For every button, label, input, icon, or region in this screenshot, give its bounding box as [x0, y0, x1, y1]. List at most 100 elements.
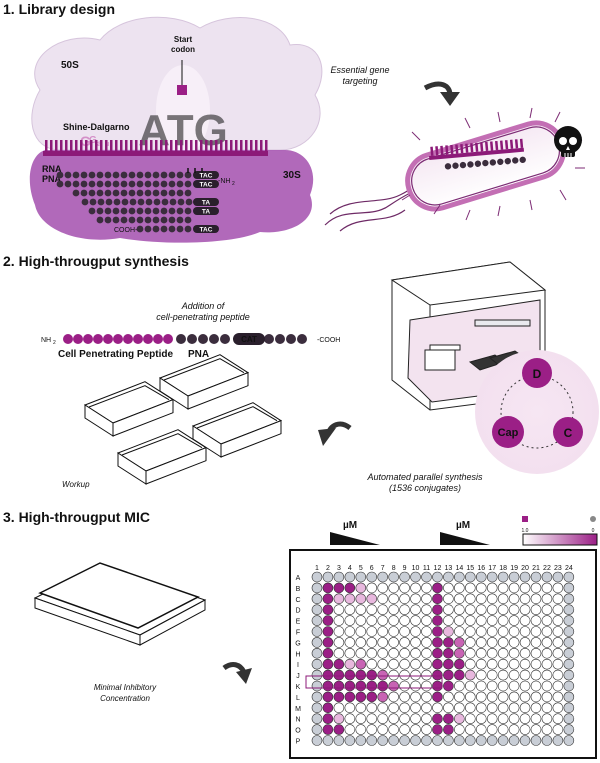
- plate-well: [464, 571, 476, 583]
- plate-well: [443, 615, 454, 626]
- plate-well: [552, 669, 564, 681]
- row-label: K: [296, 684, 301, 691]
- plate-well: [508, 658, 520, 670]
- plate-well: [377, 702, 389, 714]
- plate-well: [497, 735, 509, 746]
- row-label: M: [295, 706, 301, 713]
- col-label: 17: [488, 565, 496, 572]
- svg-text:TA: TA: [202, 209, 210, 216]
- plate-well: [333, 713, 345, 725]
- plate-well: [541, 626, 553, 637]
- plate-well: [421, 571, 432, 583]
- plate-well: [355, 593, 367, 605]
- row-label: H: [295, 651, 300, 658]
- plate-well: [344, 713, 356, 725]
- plate-well: [410, 637, 421, 648]
- plate-well: [399, 735, 410, 746]
- plate-well: [486, 593, 498, 605]
- plate-well: [399, 626, 410, 637]
- plate-well: [344, 637, 356, 648]
- plate-well: [344, 669, 356, 681]
- plate-well: [519, 713, 531, 725]
- plate-well: [443, 571, 454, 583]
- col-label: 23: [554, 565, 562, 572]
- targeting-label: targeting: [342, 76, 377, 86]
- plate-well: [563, 713, 575, 725]
- plate-well: [355, 691, 367, 703]
- plate-well: [366, 626, 378, 637]
- plate-well: [410, 680, 421, 692]
- plate-well: [333, 637, 345, 648]
- plate-well: [366, 593, 378, 605]
- plate-well: [355, 582, 367, 594]
- svg-text:TA: TA: [202, 200, 210, 207]
- col-label: 16: [477, 565, 485, 572]
- plate-well: [519, 571, 531, 583]
- plate-well: [563, 615, 575, 626]
- plate-well: [421, 735, 432, 746]
- plate-well: [311, 669, 323, 681]
- plate-well: [311, 647, 323, 659]
- plate-well: [399, 593, 410, 605]
- col-label: 14: [455, 565, 463, 572]
- plate-well: [443, 626, 454, 637]
- plate-well: [454, 637, 465, 648]
- plate-well: [432, 702, 443, 714]
- plate-well: [322, 658, 334, 670]
- plate-well: [344, 571, 356, 583]
- plate-well: [432, 626, 443, 637]
- plate-well: [410, 713, 421, 725]
- plate-wells: [311, 571, 575, 746]
- workup-label: Workup: [62, 480, 90, 489]
- plate-well: [519, 604, 531, 616]
- plate-well: [454, 713, 465, 725]
- svg-text:a: a: [97, 139, 102, 148]
- plate-well: [333, 691, 345, 703]
- plate-well: [388, 735, 399, 746]
- skull-scale-icon: [522, 516, 528, 522]
- plate-well: [464, 680, 476, 692]
- plate-well: [421, 724, 432, 735]
- plate-well: [355, 724, 367, 735]
- plate-well: [377, 615, 389, 626]
- plate-well: [497, 593, 509, 605]
- plate-well: [454, 680, 465, 692]
- plate-well: [322, 582, 334, 594]
- plate-well: [475, 713, 487, 725]
- plate-well: [552, 658, 564, 670]
- plate-well: [497, 658, 509, 670]
- plate-well: [497, 724, 509, 735]
- plate-well: [366, 724, 378, 735]
- plate-well: [366, 637, 378, 648]
- plate-well: [563, 582, 575, 594]
- plate-well: [464, 669, 476, 681]
- plate-well: [322, 615, 334, 626]
- plate-well: [366, 669, 378, 681]
- plate-well: [366, 604, 378, 616]
- cycle-node-c: C: [553, 417, 583, 447]
- plate-well: [497, 647, 509, 659]
- plate-well: [344, 735, 356, 746]
- plate-well: [421, 658, 432, 670]
- section-2-title: 2. High-througput synthesis: [3, 253, 189, 269]
- plate-well: [322, 669, 334, 681]
- plate-well: [366, 702, 378, 714]
- plate-well: [464, 593, 476, 605]
- plate-well: [399, 713, 410, 725]
- plate-well: [530, 658, 542, 670]
- plate-well: [333, 571, 345, 583]
- plate-well: [311, 571, 323, 583]
- plate-well: [399, 637, 410, 648]
- plate-well: [322, 637, 334, 648]
- plate-well: [454, 702, 465, 714]
- plate-well: [344, 593, 356, 605]
- plate-well: [454, 691, 465, 703]
- plate-well: [443, 593, 454, 605]
- plate-well: [410, 582, 421, 594]
- plate-well: [311, 593, 323, 605]
- plate-well: [432, 680, 443, 692]
- plate-well: [366, 582, 378, 594]
- plate-well: [508, 582, 520, 594]
- plate-well: [552, 582, 564, 594]
- plate-well: [410, 735, 421, 746]
